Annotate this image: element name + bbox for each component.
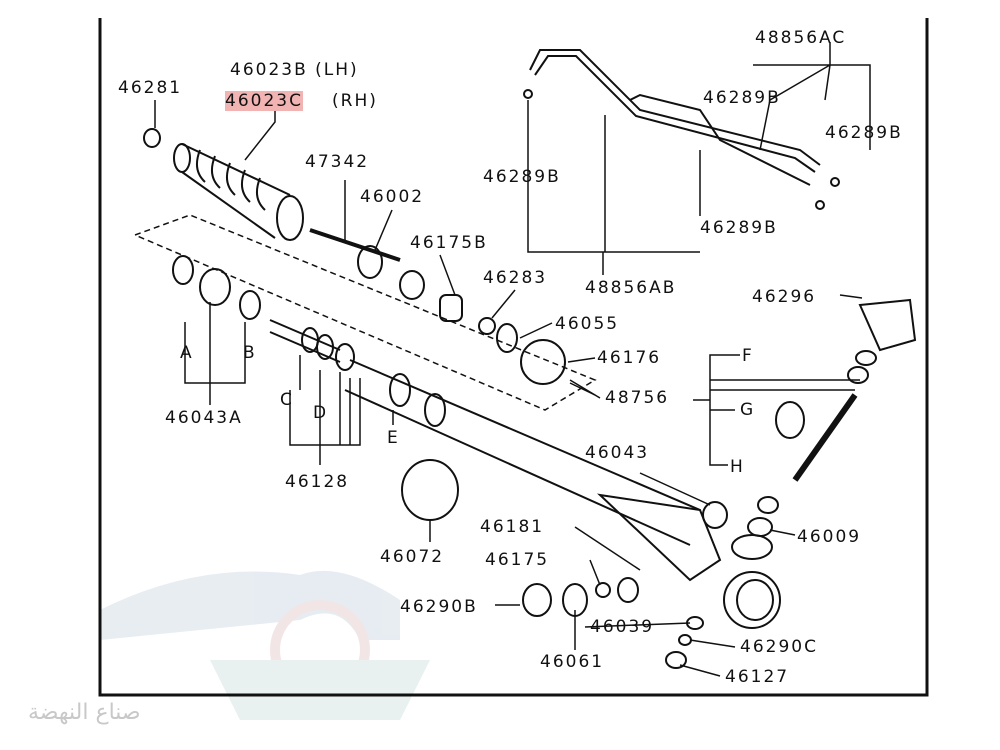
part-label-48856AB: 48856AB bbox=[585, 278, 677, 298]
part-label-46175: 46175 bbox=[485, 550, 550, 570]
frame bbox=[98, 18, 929, 697]
callout-letter-c: C bbox=[280, 390, 294, 410]
part-label-46290B: 46290B bbox=[400, 597, 478, 617]
part-label-46281: 46281 bbox=[118, 78, 183, 98]
callout-letter-g: G bbox=[740, 400, 756, 420]
watermark-logo bbox=[100, 570, 430, 720]
part-label-47342: 47342 bbox=[305, 152, 370, 172]
part-label-46289B: 46289B bbox=[700, 218, 778, 238]
part-label-46283: 46283 bbox=[483, 268, 548, 288]
part-label-46023B: 46023B (LH) bbox=[230, 60, 359, 80]
callout-letter-d: D bbox=[313, 403, 329, 423]
part-label-46002: 46002 bbox=[360, 187, 425, 207]
part-label-46043: 46043 bbox=[585, 443, 650, 463]
part-label-46290C: 46290C bbox=[740, 637, 818, 657]
part-label-46289B: 46289B bbox=[483, 167, 561, 187]
callout-letter-f: F bbox=[742, 346, 754, 366]
part-label-46023C-side: (RH) bbox=[332, 91, 378, 111]
part-label-46009: 46009 bbox=[797, 527, 862, 547]
part-label-46296: 46296 bbox=[752, 287, 817, 307]
part-label-46039: 46039 bbox=[590, 617, 655, 637]
part-label-48856AC: 48856AC bbox=[755, 28, 847, 48]
part-label-46127: 46127 bbox=[725, 667, 790, 687]
part-label-46061: 46061 bbox=[540, 652, 605, 672]
part-label-46181: 46181 bbox=[480, 517, 545, 537]
part-label-46175B: 46175B bbox=[410, 233, 488, 253]
part-label-46023C-highlighted: 46023C bbox=[225, 91, 303, 111]
part-label-46289B: 46289B bbox=[703, 88, 781, 108]
callout-letter-h: H bbox=[730, 457, 745, 477]
part-label-46055: 46055 bbox=[555, 314, 620, 334]
callout-letter-a: A bbox=[180, 343, 194, 363]
watermark-text: صناع النهضة bbox=[28, 700, 141, 725]
part-label-46289B: 46289B bbox=[825, 123, 903, 143]
part-label-46128: 46128 bbox=[285, 472, 350, 492]
part-label-46176: 46176 bbox=[597, 348, 662, 368]
callout-letter-e: E bbox=[387, 428, 400, 448]
part-label-48756: 48756 bbox=[605, 388, 670, 408]
part-label-46043A: 46043A bbox=[165, 408, 243, 428]
part-label-46072: 46072 bbox=[380, 547, 445, 567]
boot bbox=[173, 143, 304, 241]
callout-letter-b: B bbox=[243, 343, 257, 363]
